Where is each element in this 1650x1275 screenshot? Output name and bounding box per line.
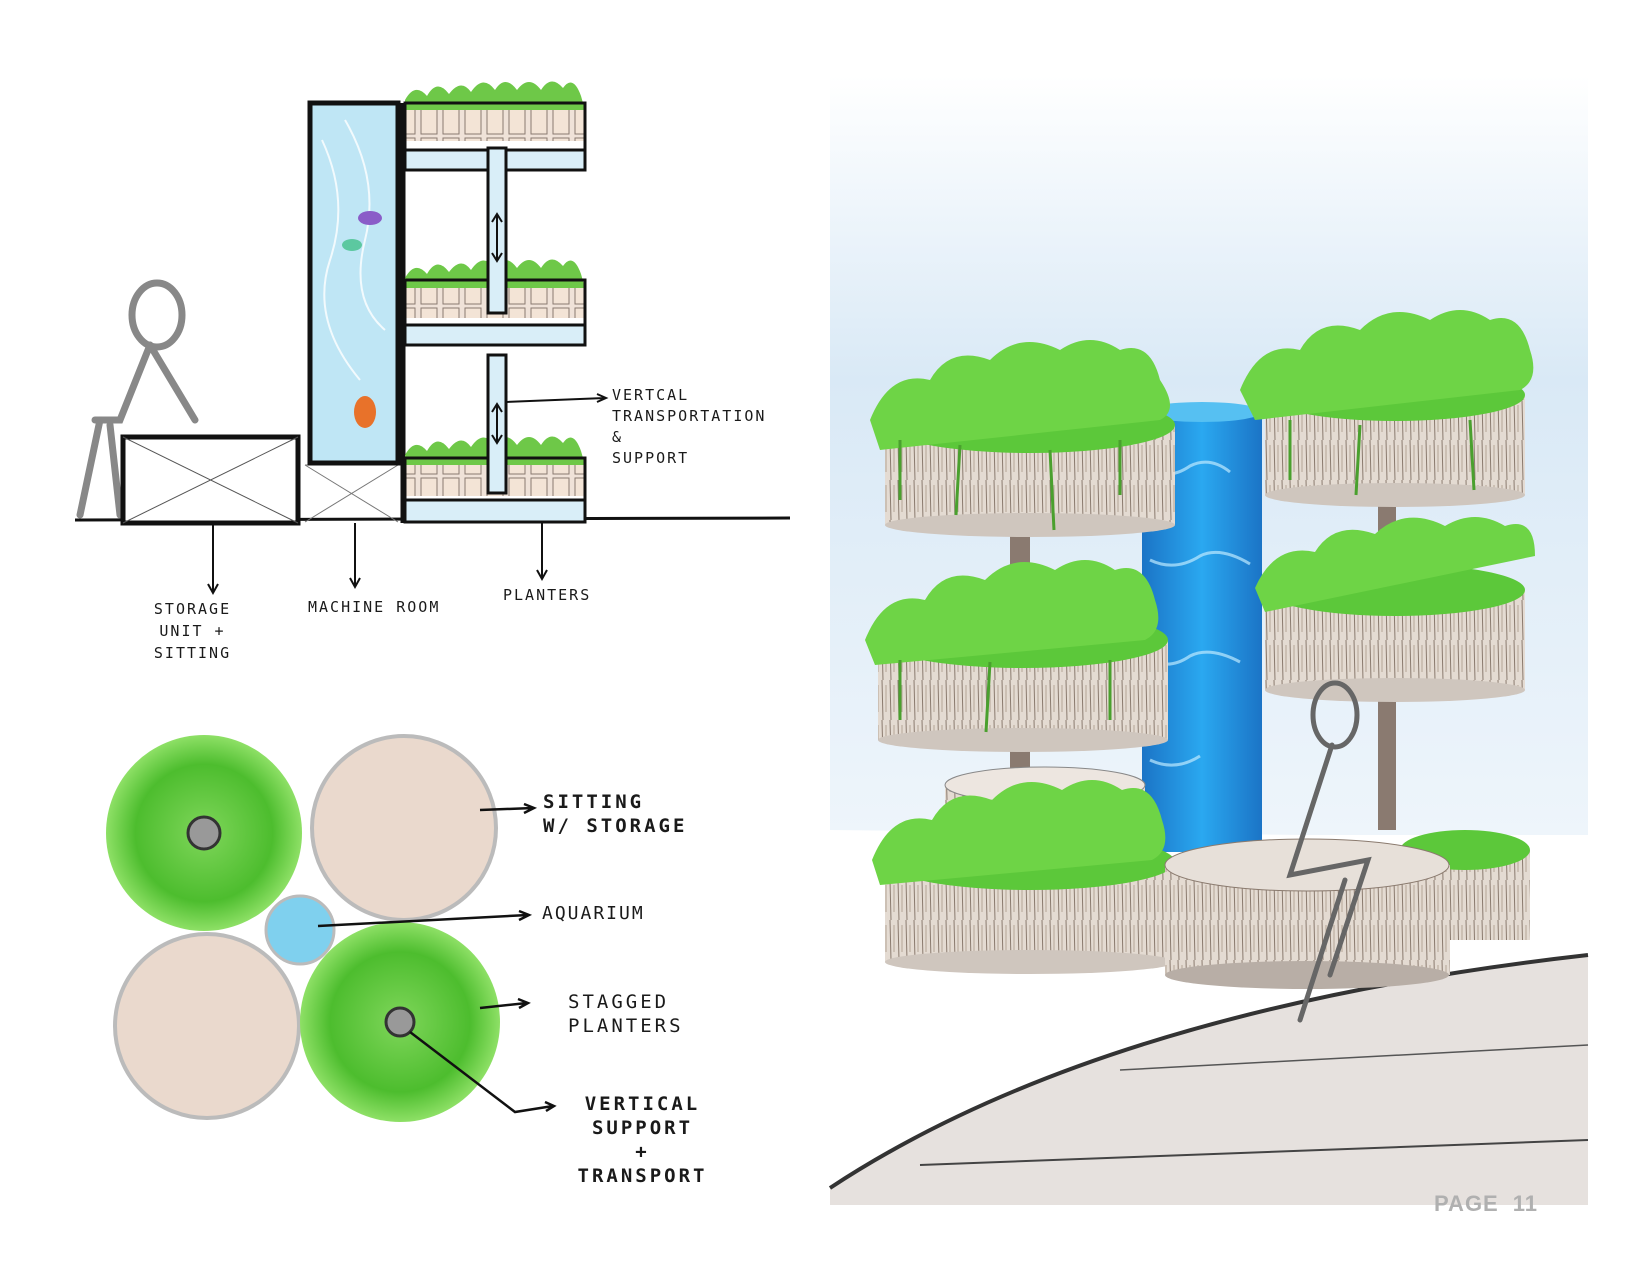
callout-planters: PLANTERS: [503, 586, 592, 604]
perspective-figure: [1286, 680, 1372, 1023]
fish: [342, 211, 382, 428]
callout-vertical-support: VERTICAL SUPPORT + TRANSPORT: [577, 1093, 708, 1187]
plaza-ground: [830, 955, 1588, 1205]
page-number: PAGE 11: [1434, 1191, 1538, 1217]
left-planter-tiers: [865, 340, 1175, 974]
page-label: PAGE: [1434, 1191, 1499, 1216]
callout-aquarium: AQUARIUM: [542, 903, 645, 924]
callout-sitting-storage: SITTING W/ STORAGE: [543, 791, 688, 837]
sitting-circles: [113, 734, 498, 1120]
vertical-support-rods: [486, 146, 508, 495]
plan-leaders: [317, 802, 557, 1114]
front-seat: [1164, 838, 1450, 989]
callout-machine-room: MACHINE ROOM: [308, 598, 441, 616]
section-diagram: [74, 81, 791, 596]
callout-stagged-planters: STAGGED PLANTERS: [568, 991, 684, 1037]
storage-box: [120, 434, 301, 526]
aquarium-plan: [264, 894, 336, 966]
callout-storage-unit: STORAGE UNIT + SITTING: [153, 600, 232, 662]
seated-figure: [76, 279, 199, 519]
callout-vertical-transportation: VERTCAL TRANSPORTATION & SUPPORT: [612, 385, 802, 469]
right-planter-tiers: [1240, 310, 1535, 940]
section-leaders: [207, 393, 609, 596]
page-number-value: 11: [1512, 1191, 1538, 1216]
plan-diagram: [106, 734, 557, 1122]
planter-circles: [106, 735, 500, 1122]
callout-vertical-transportation-text: VERTCAL TRANSPORTATION & SUPPORT: [612, 386, 767, 467]
